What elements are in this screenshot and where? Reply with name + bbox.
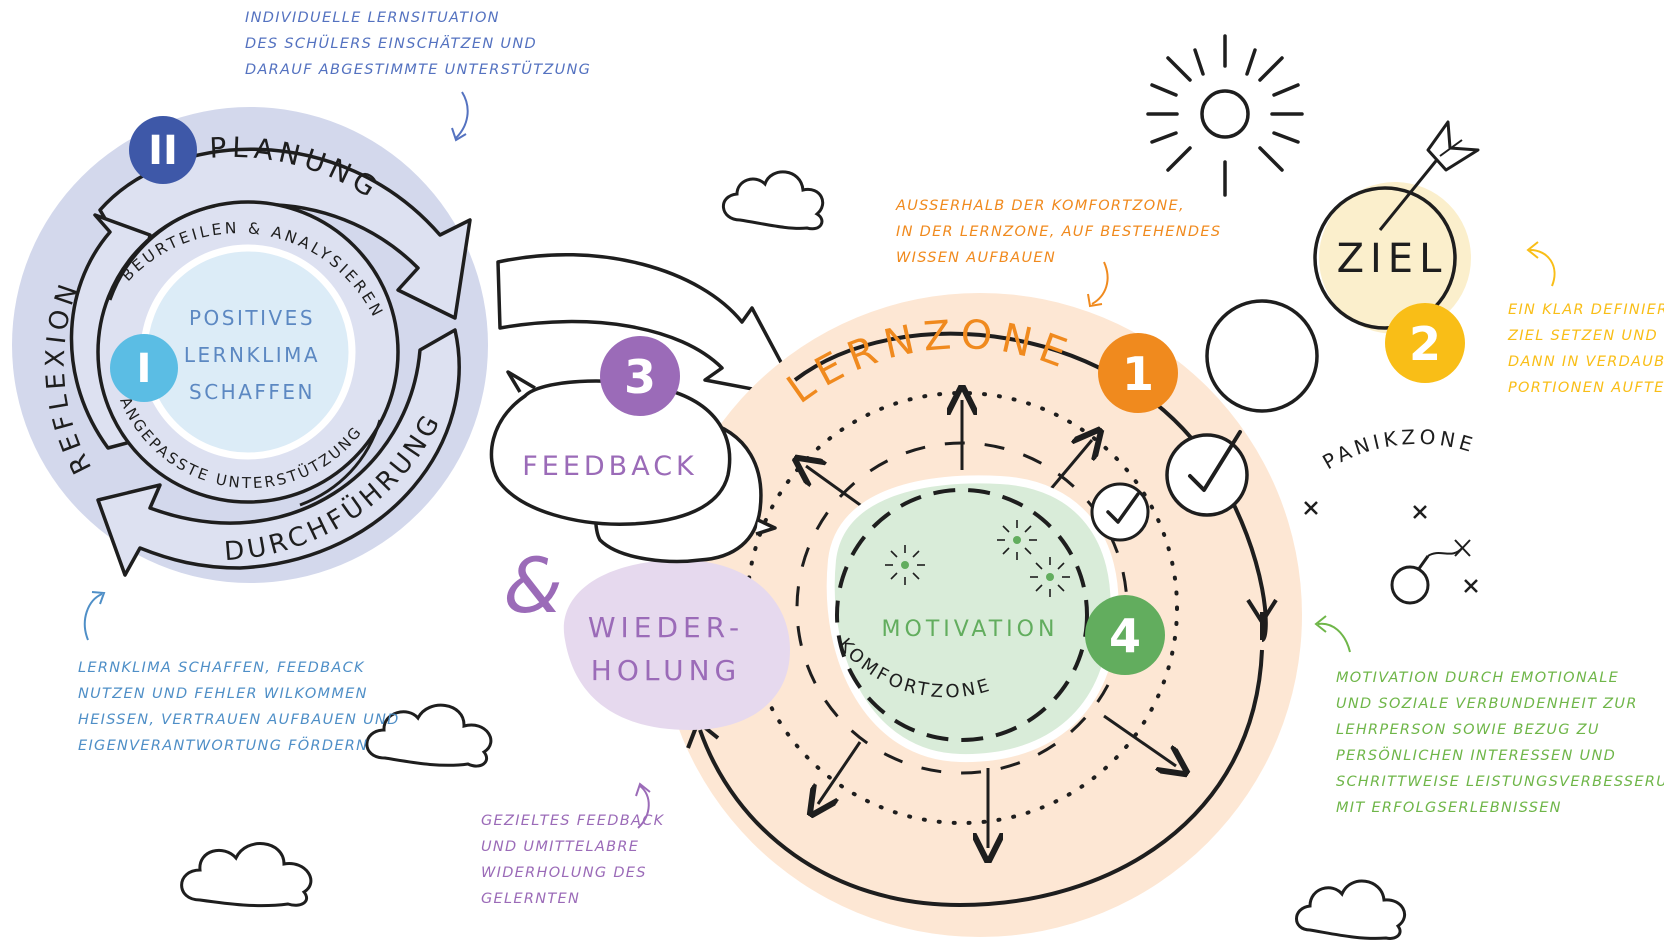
firework-icon-1 — [885, 545, 925, 585]
lernzone-note-pointer-head — [1087, 293, 1103, 308]
badge-i-label: I — [137, 346, 152, 392]
badge-1-label: 1 — [1122, 347, 1154, 401]
green-note-pointer-arrow — [1317, 622, 1351, 653]
badge-3: 3 — [600, 336, 680, 416]
wiederholung-blob — [563, 560, 790, 730]
ziel-note-pointer-arrow — [1529, 249, 1556, 287]
feedback-label: FEEDBACK — [522, 451, 698, 482]
ziel-label: ZIEL — [1337, 236, 1448, 282]
step-circle-medium-check-icon — [1165, 430, 1249, 517]
left-note: LERNKLIMA SCHAFFEN, FEEDBACK NUTZEN UND … — [78, 660, 400, 754]
planning-cycle — [12, 107, 488, 583]
wiederholung-line-2: HOLUNG — [591, 654, 741, 687]
cloud-bottom-left — [180, 842, 313, 908]
ziel-note-line-4: PORTIONEN AUFTEILEN — [1508, 380, 1664, 396]
ziel-note-line-3: DANN IN VERDAUBARE — [1508, 354, 1664, 370]
cloud-left-middle — [365, 703, 493, 768]
motivation-label: MOTIVATION — [882, 617, 1059, 642]
cycle-center-line-3: SCHAFFEN — [189, 380, 315, 404]
step-circle-large — [1205, 299, 1319, 413]
lernzone-note-line-2: IN DER LERNZONE, AUF BESTEHENDES — [896, 224, 1221, 240]
ziel-note-line-1: EIN KLAR DEFINIERTES — [1508, 302, 1664, 318]
badge-ii-label: II — [148, 128, 178, 174]
expansion-arrows — [806, 400, 1176, 848]
badge-3-label: 3 — [624, 350, 656, 404]
cycle-center-text: POSITIVES LERNKLIMA SCHAFFEN — [184, 306, 320, 404]
left-note-line-1: LERNKLIMA SCHAFFEN, FEEDBACK — [78, 660, 365, 676]
left-note-line-2: NUTZEN UND FEHLER WILKOMMEN — [78, 686, 368, 702]
cloud-top-center — [721, 170, 825, 231]
green-note-line-5: SCHRITTWEISE LEISTUNGSVERBESSERUNG — [1336, 774, 1664, 790]
top-note-pointer-head — [451, 127, 467, 142]
green-note-line-6: MIT ERFOLGSERLEBNISSEN — [1336, 800, 1562, 816]
bomb-icon — [1390, 539, 1471, 605]
badge-i: I — [110, 334, 178, 402]
ziel-note-pointer-head — [1526, 241, 1539, 259]
purple-note-pointer-arrow — [637, 785, 650, 829]
badge-2: 2 — [1385, 303, 1465, 383]
lernzone-note: AUSSERHALB DER KOMFORTZONE, IN DER LERNZ… — [895, 198, 1221, 266]
purple-note-line-3: WIDERHOLUNG DES — [481, 865, 647, 881]
top-note-line-1: INDIVIDUELLE LERNSITUATION — [245, 10, 500, 26]
left-note-line-4: EIGENVERANTWORTUNG FÖRDERN — [78, 736, 368, 754]
green-note-line-1: MOTIVATION DURCH EMOTIONALE — [1336, 670, 1619, 686]
left-note-pointer-head — [91, 591, 106, 605]
top-note: INDIVIDUELLE LERNSITUATION DES SCHÜLERS … — [245, 10, 591, 78]
purple-note-line-4: GELERNTEN — [481, 891, 580, 907]
green-note-line-2: UND SOZIALE VERBUNDENHEIT ZUR — [1336, 696, 1638, 712]
left-note-pointer-arrow — [83, 593, 103, 641]
lernzone-note-line-3: WISSEN AUFBAUEN — [896, 250, 1056, 266]
top-note-pointer-arrow — [455, 91, 469, 139]
step-circle-small-check-icon — [1090, 482, 1150, 542]
firework-icon-3 — [1030, 557, 1070, 597]
badge-2-label: 2 — [1409, 317, 1441, 371]
lernzone-note-pointer-arrow — [1091, 261, 1109, 305]
cloud-bottom-right — [1295, 879, 1406, 940]
cycle-center-line-1: POSITIVES — [189, 306, 315, 330]
top-note-line-2: DES SCHÜLERS EINSCHÄTZEN UND — [245, 34, 537, 52]
wiederholung-label: WIEDER- HOLUNG — [588, 611, 744, 687]
sun-icon — [1146, 34, 1304, 197]
cycle-center-line-2: LERNKLIMA — [184, 343, 320, 367]
purple-note-line-2: UND UMITTELABRE — [481, 839, 639, 855]
panik-x-marks — [1304, 501, 1478, 593]
green-note-line-3: LEHRPERSON SOWIE BEZUG ZU — [1336, 722, 1600, 738]
purple-note-pointer-head — [635, 782, 651, 797]
ziel-note-line-2: ZIEL SETZEN UND — [1507, 328, 1658, 344]
badge-4-label: 4 — [1109, 609, 1141, 663]
badge-ii: II — [129, 116, 197, 184]
green-note: MOTIVATION DURCH EMOTIONALE UND SOZIALE … — [1336, 670, 1664, 816]
lernzone-note-line-1: AUSSERHALB DER KOMFORTZONE, — [895, 198, 1185, 214]
ziel-target — [1313, 120, 1480, 334]
feedback-speech-bubbles — [489, 370, 777, 564]
badge-1: 1 — [1098, 333, 1178, 413]
green-note-pointer-head — [1314, 615, 1327, 633]
ampersand: & — [503, 541, 562, 630]
firework-icon-2 — [997, 520, 1037, 560]
purple-note-line-1: GEZIELTES FEEDBACK — [481, 813, 665, 829]
panikzone-label: PANIKZONE — [1318, 425, 1479, 475]
ziel-note: EIN KLAR DEFINIERTES ZIEL SETZEN UND DAN… — [1507, 302, 1664, 396]
badge-4: 4 — [1085, 595, 1165, 675]
left-note-line-3: HEISSEN, VERTRAUEN AUFBAUEN UND — [78, 712, 400, 728]
wiederholung-line-1: WIEDER- — [588, 611, 744, 644]
purple-note: GEZIELTES FEEDBACK UND UMITTELABRE WIDER… — [481, 813, 665, 907]
top-note-line-3: DARAUF ABGESTIMMTE UNTERSTÜTZUNG — [245, 60, 591, 78]
green-note-line-4: PERSÖNLICHEN INTERESSEN UND — [1336, 746, 1616, 764]
komfortzone-dashed-ring — [835, 488, 1089, 742]
